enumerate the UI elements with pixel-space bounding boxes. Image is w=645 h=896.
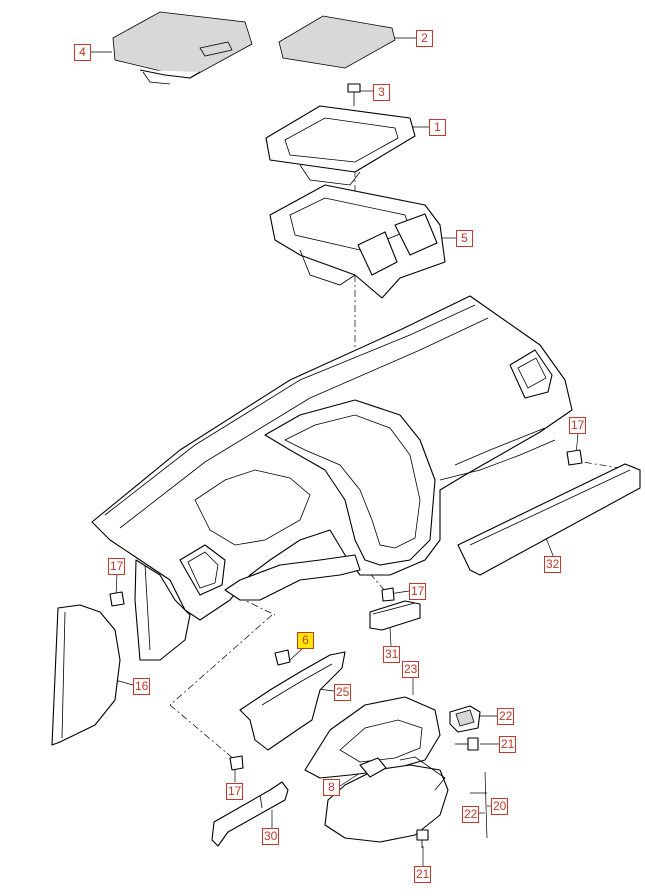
part-8-switch [359, 757, 387, 778]
callout-part-32: 32 [544, 556, 562, 573]
part-23-column-shroud [304, 696, 449, 843]
callout-part-25: 25 [334, 684, 352, 701]
screws-21 [416, 737, 479, 848]
callout-part-17-clip: 17 [226, 783, 244, 800]
part-1-tray-frame [265, 105, 416, 186]
callout-part-8: 8 [323, 779, 340, 796]
dashboard-panel [91, 295, 573, 661]
callout-part-23: 23 [402, 661, 420, 678]
clips-17 [109, 449, 583, 771]
callout-part-5: 5 [456, 230, 473, 247]
callout-part-31: 31 [383, 646, 401, 663]
part-6-clip [274, 649, 291, 666]
part-5-centre-vent-panel [269, 184, 446, 299]
callout-part-21: 21 [414, 866, 432, 883]
callout-part-22: 22 [462, 806, 480, 823]
callout-part-17-clip: 17 [409, 583, 427, 600]
callout-part-4: 4 [74, 44, 91, 61]
part-16-side-cover [51, 604, 121, 746]
part-2-mat [278, 15, 396, 69]
callout-part-30: 30 [262, 828, 280, 845]
callout-part-21: 21 [499, 736, 517, 753]
callout-part-17-clip: 17 [108, 558, 126, 575]
callout-part-1: 1 [429, 119, 446, 136]
part-31-switch-strip [369, 600, 421, 631]
callout-part-22: 22 [497, 708, 515, 725]
callout-part-2: 2 [416, 30, 433, 47]
callout-part-3: 3 [373, 84, 390, 101]
callout-part-20: 20 [491, 798, 509, 815]
callout-part-6-highlighted: 6 [297, 632, 314, 649]
part-30-lower-strip [211, 781, 289, 847]
callout-part-16: 16 [133, 678, 151, 695]
part-25-lower-trim [239, 651, 346, 751]
part-4-storage-lid [112, 11, 253, 85]
part-3-screw [347, 83, 361, 106]
callout-part-17-clip: 17 [569, 417, 587, 434]
part-22-switch-block [449, 705, 481, 733]
part-32-trim-strip [457, 463, 641, 576]
